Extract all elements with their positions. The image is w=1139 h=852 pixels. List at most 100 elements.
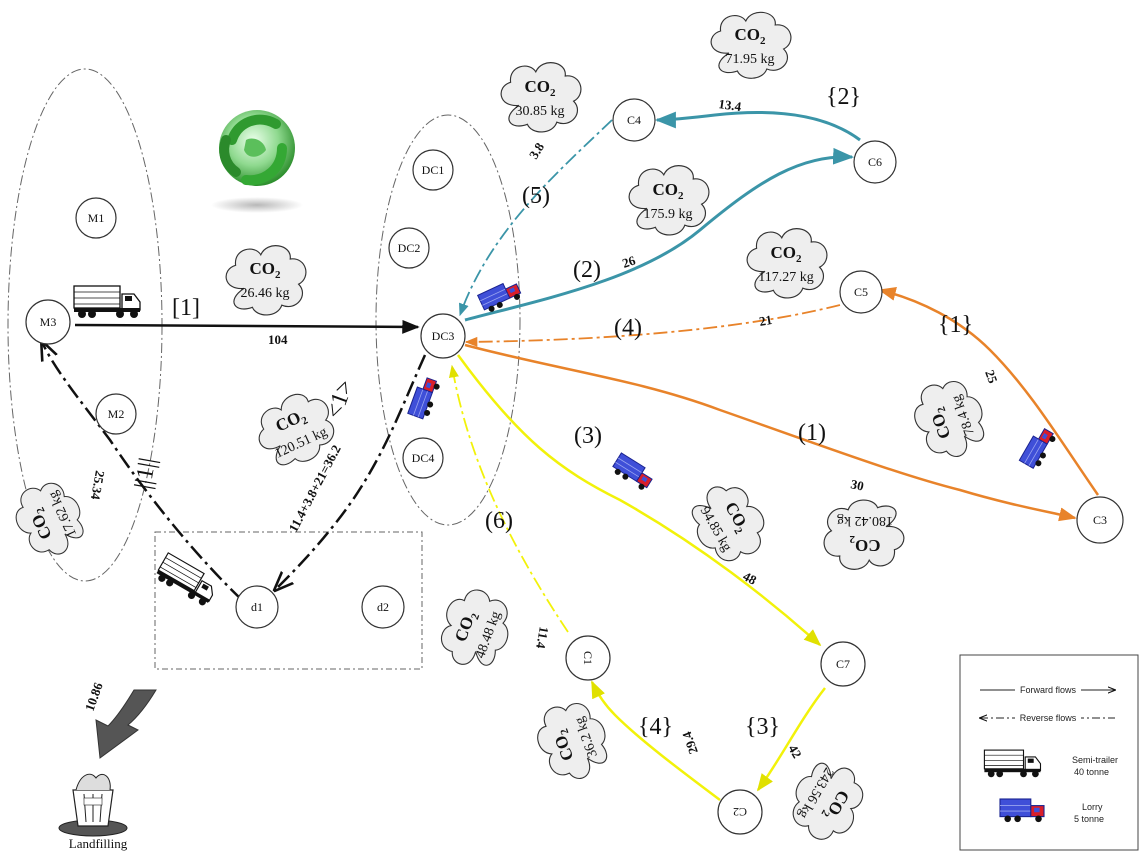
- distance-c3-c5: 25: [982, 368, 1001, 386]
- distance-m3-dc3: 104: [268, 332, 288, 347]
- distribution-center-cluster: [375, 114, 521, 526]
- co2-subscript: 2: [849, 533, 855, 545]
- node-c1: C1: [565, 635, 611, 681]
- node-c3: C3: [1076, 496, 1124, 544]
- curved-arrow-icon: [95, 689, 157, 759]
- node-label: DC3: [432, 329, 455, 343]
- legend-semi-capacity: 40 tonne: [1074, 767, 1109, 777]
- node-label: DC1: [422, 163, 445, 177]
- landfilling-label: Landfilling: [69, 836, 128, 851]
- legend-lorry: Lorry: [1082, 802, 1103, 812]
- co2-symbol: CO: [250, 259, 276, 278]
- route-label-dc3-c3: (1): [798, 420, 826, 446]
- node-c7: C7: [820, 641, 866, 687]
- route-dc3-c7: [456, 354, 822, 647]
- distance-dc3-c3: 30: [849, 476, 865, 493]
- route-c2-c1: [590, 680, 721, 801]
- distance-c2-c1: 29.4: [679, 729, 701, 756]
- co2-cloud-dc3-c3: CO2 180.42 kg: [823, 499, 905, 570]
- route-c1-dc3: [448, 364, 569, 633]
- co2-subscript: 2: [731, 526, 744, 537]
- co2-cloud-c5-dc3: CO2 117.27 kg: [746, 228, 828, 299]
- route-label-c6-upper: {2}: [826, 84, 861, 110]
- node-c4: C4: [612, 98, 656, 142]
- node-c5: C5: [839, 270, 883, 314]
- co2-symbol: CO: [653, 180, 679, 199]
- node-label: C4: [627, 113, 641, 127]
- node-m3: M3: [25, 299, 71, 345]
- node-label: C5: [854, 285, 868, 299]
- co2-subscript: 2: [760, 35, 766, 47]
- node-m1: M1: [75, 197, 117, 239]
- lorry-truck-icon: [477, 277, 524, 315]
- co2-subscript: 2: [469, 612, 482, 622]
- legend-forward: Forward flows: [1020, 685, 1077, 695]
- semi-trailer-truck-icon: [73, 285, 141, 319]
- co2-value: 26.46 kg: [241, 286, 290, 301]
- co2-cloud-m3-dc3: CO2 26.46 kg: [225, 245, 307, 316]
- semi-trailer-truck-icon: [153, 552, 221, 609]
- route-label-c1: {4}: [638, 714, 673, 740]
- route-c6-c4: [654, 111, 861, 142]
- legend: Forward flows Reverse flows Semi-trailer…: [959, 654, 1139, 851]
- co2-value: 30.85 kg: [516, 104, 565, 119]
- route-dc3-c6: [464, 147, 855, 322]
- co2-symbol: CO: [771, 243, 797, 262]
- trash-bin-icon: [58, 773, 128, 837]
- disposal-cluster: [154, 531, 423, 670]
- node-label: C1: [581, 651, 595, 665]
- node-label: DC4: [412, 451, 435, 465]
- co2-value: 175.9 kg: [644, 207, 693, 222]
- node-label: C2: [733, 805, 747, 819]
- node-label: d2: [377, 600, 389, 614]
- co2-cloud-c7-c2: CO2 243.56 kg: [779, 750, 876, 851]
- route-c3-c5: [878, 287, 1100, 496]
- co2-symbol: CO: [855, 536, 881, 555]
- route-dc3-c3: [464, 343, 1077, 522]
- node-dc2: DC2: [388, 227, 430, 269]
- node-c6: C6: [853, 140, 897, 184]
- co2-value: 117.27 kg: [758, 270, 813, 285]
- route-label-d1-dc3: <1>: [321, 376, 359, 422]
- route-c7-c2: [756, 687, 826, 792]
- co2-subscript: 2: [558, 726, 571, 736]
- svg-text:CO2: CO2: [849, 533, 881, 555]
- co2-cloud-c2-c1: CO2 36.2 kg: [528, 693, 618, 789]
- node-dc4: DC4: [402, 437, 444, 479]
- route-c5-dc3: [464, 304, 841, 347]
- route-d1-m3: [42, 342, 243, 601]
- node-d1: d1: [235, 585, 279, 629]
- co2-cloud-d1-m3: CO2 17.62 kg: [5, 472, 95, 566]
- route-label-dc3-c6: (2): [573, 257, 601, 283]
- co2-subscript: 2: [678, 190, 684, 202]
- route-m3-dc3: [74, 319, 420, 334]
- svg-text:CO2: CO2: [250, 259, 282, 281]
- route-label-c7: {3}: [745, 714, 780, 740]
- co2-subscript: 2: [300, 414, 311, 427]
- co2-subscript: 2: [34, 505, 47, 516]
- legend-semi: Semi-trailer: [1072, 755, 1118, 765]
- node-label: M2: [108, 407, 125, 421]
- route-label-c1-dc3: (6): [485, 508, 513, 534]
- node-label: d1: [251, 600, 263, 614]
- co2-cloud-c6-c4: CO2 71.95 kg: [710, 11, 792, 79]
- distance-c7-c2: 42: [785, 742, 804, 761]
- route-label-c5-upper: {1}: [938, 312, 973, 338]
- distance-c4-dc3: 3.8: [526, 139, 548, 161]
- co2-symbol: CO: [525, 77, 551, 96]
- co2-subscript: 2: [796, 253, 802, 265]
- route-label-d1-m3: ||1||: [130, 456, 161, 491]
- node-label: C7: [836, 657, 850, 671]
- node-d2: d2: [361, 585, 405, 629]
- distance-c1-dc3: 11.4: [533, 625, 552, 650]
- node-label: C3: [1093, 513, 1107, 527]
- legend-reverse: Reverse flows: [1020, 713, 1077, 723]
- route-c4-dc3: [459, 119, 613, 317]
- distance-dc3-c7: 48: [741, 568, 760, 588]
- legend-lorry-capacity: 5 tonne: [1074, 814, 1104, 824]
- route-label-c5: (4): [614, 315, 642, 341]
- svg-text:CO2: CO2: [653, 180, 685, 202]
- co2-cloud-dc3-c7: CO2 94.85 kg: [680, 473, 777, 573]
- co2-cloud-c3-c5: CO2 78.4 kg: [905, 371, 995, 467]
